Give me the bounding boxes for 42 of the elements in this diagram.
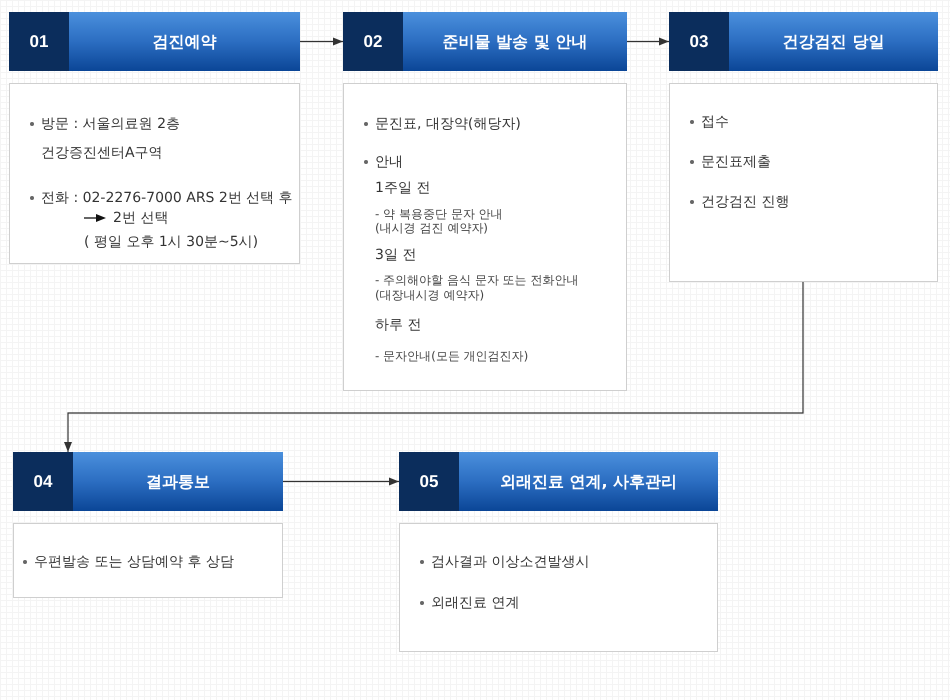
content-card bbox=[343, 83, 627, 391]
arrow bbox=[627, 38, 669, 46]
schedule-label: 3일 전 bbox=[375, 246, 416, 265]
schedule-label: 하루 전 bbox=[375, 316, 422, 335]
arrow bbox=[300, 38, 343, 46]
step-header-bar bbox=[343, 12, 627, 71]
list-item-text: 문진표제출 bbox=[701, 153, 771, 172]
list-item-text: 방문 : 서울의료원 2층 건강증진센터A구역 bbox=[41, 114, 181, 162]
list-item-text: 2번 선택 bbox=[113, 209, 168, 228]
step-number: 02 bbox=[343, 12, 403, 71]
step-header-bar bbox=[669, 12, 938, 71]
step-title: 검진예약 bbox=[152, 32, 216, 52]
step-header-bar bbox=[399, 452, 718, 511]
content-card bbox=[399, 523, 718, 652]
list-item-text: 전화 : 02-2276-7000 ARS 2번 선택 후 bbox=[41, 189, 293, 208]
content-card bbox=[9, 83, 300, 264]
step-title: 결과통보 bbox=[146, 472, 210, 492]
list-item-text: ( 평일 오후 1시 30분~5시) bbox=[84, 233, 258, 252]
content-card bbox=[13, 523, 283, 598]
list-item-text: 접수 bbox=[701, 113, 729, 132]
list-item-text: 검사결과 이상소견발생시 bbox=[431, 553, 590, 572]
step-number: 04 bbox=[13, 452, 73, 511]
step-title: 건강검진 당일 bbox=[782, 32, 884, 52]
detail-text: - 약 복용중단 문자 안내 (내시경 검진 예약자) bbox=[375, 207, 504, 235]
detail-text: - 주의해야할 음식 문자 또는 전화안내 (대장내시경 예약자) bbox=[375, 272, 580, 302]
step-title: 준비물 발송 및 안내 bbox=[442, 32, 588, 52]
list-item-text: 외래진료 연계 bbox=[431, 594, 520, 613]
detail-text: - 문자안내(모든 개인검진자) bbox=[375, 348, 528, 365]
content-card bbox=[669, 83, 938, 282]
arrow bbox=[283, 478, 399, 486]
step-number: 03 bbox=[669, 12, 729, 71]
step-number: 01 bbox=[9, 12, 69, 71]
step-title: 외래진료 연계, 사후관리 bbox=[500, 472, 678, 492]
list-item-text: 건강검진 진행 bbox=[701, 193, 790, 212]
list-item-text: 문진표, 대장약(해당자) bbox=[375, 115, 521, 134]
schedule-label: 1주일 전 bbox=[375, 179, 430, 198]
step-header-bar bbox=[13, 452, 283, 511]
step-number: 05 bbox=[399, 452, 459, 511]
list-item-text: 우편발송 또는 상담예약 후 상담 bbox=[34, 553, 234, 572]
arrow bbox=[64, 282, 804, 452]
list-item-text: 안내 bbox=[375, 153, 403, 172]
step-header-bar bbox=[9, 12, 300, 71]
